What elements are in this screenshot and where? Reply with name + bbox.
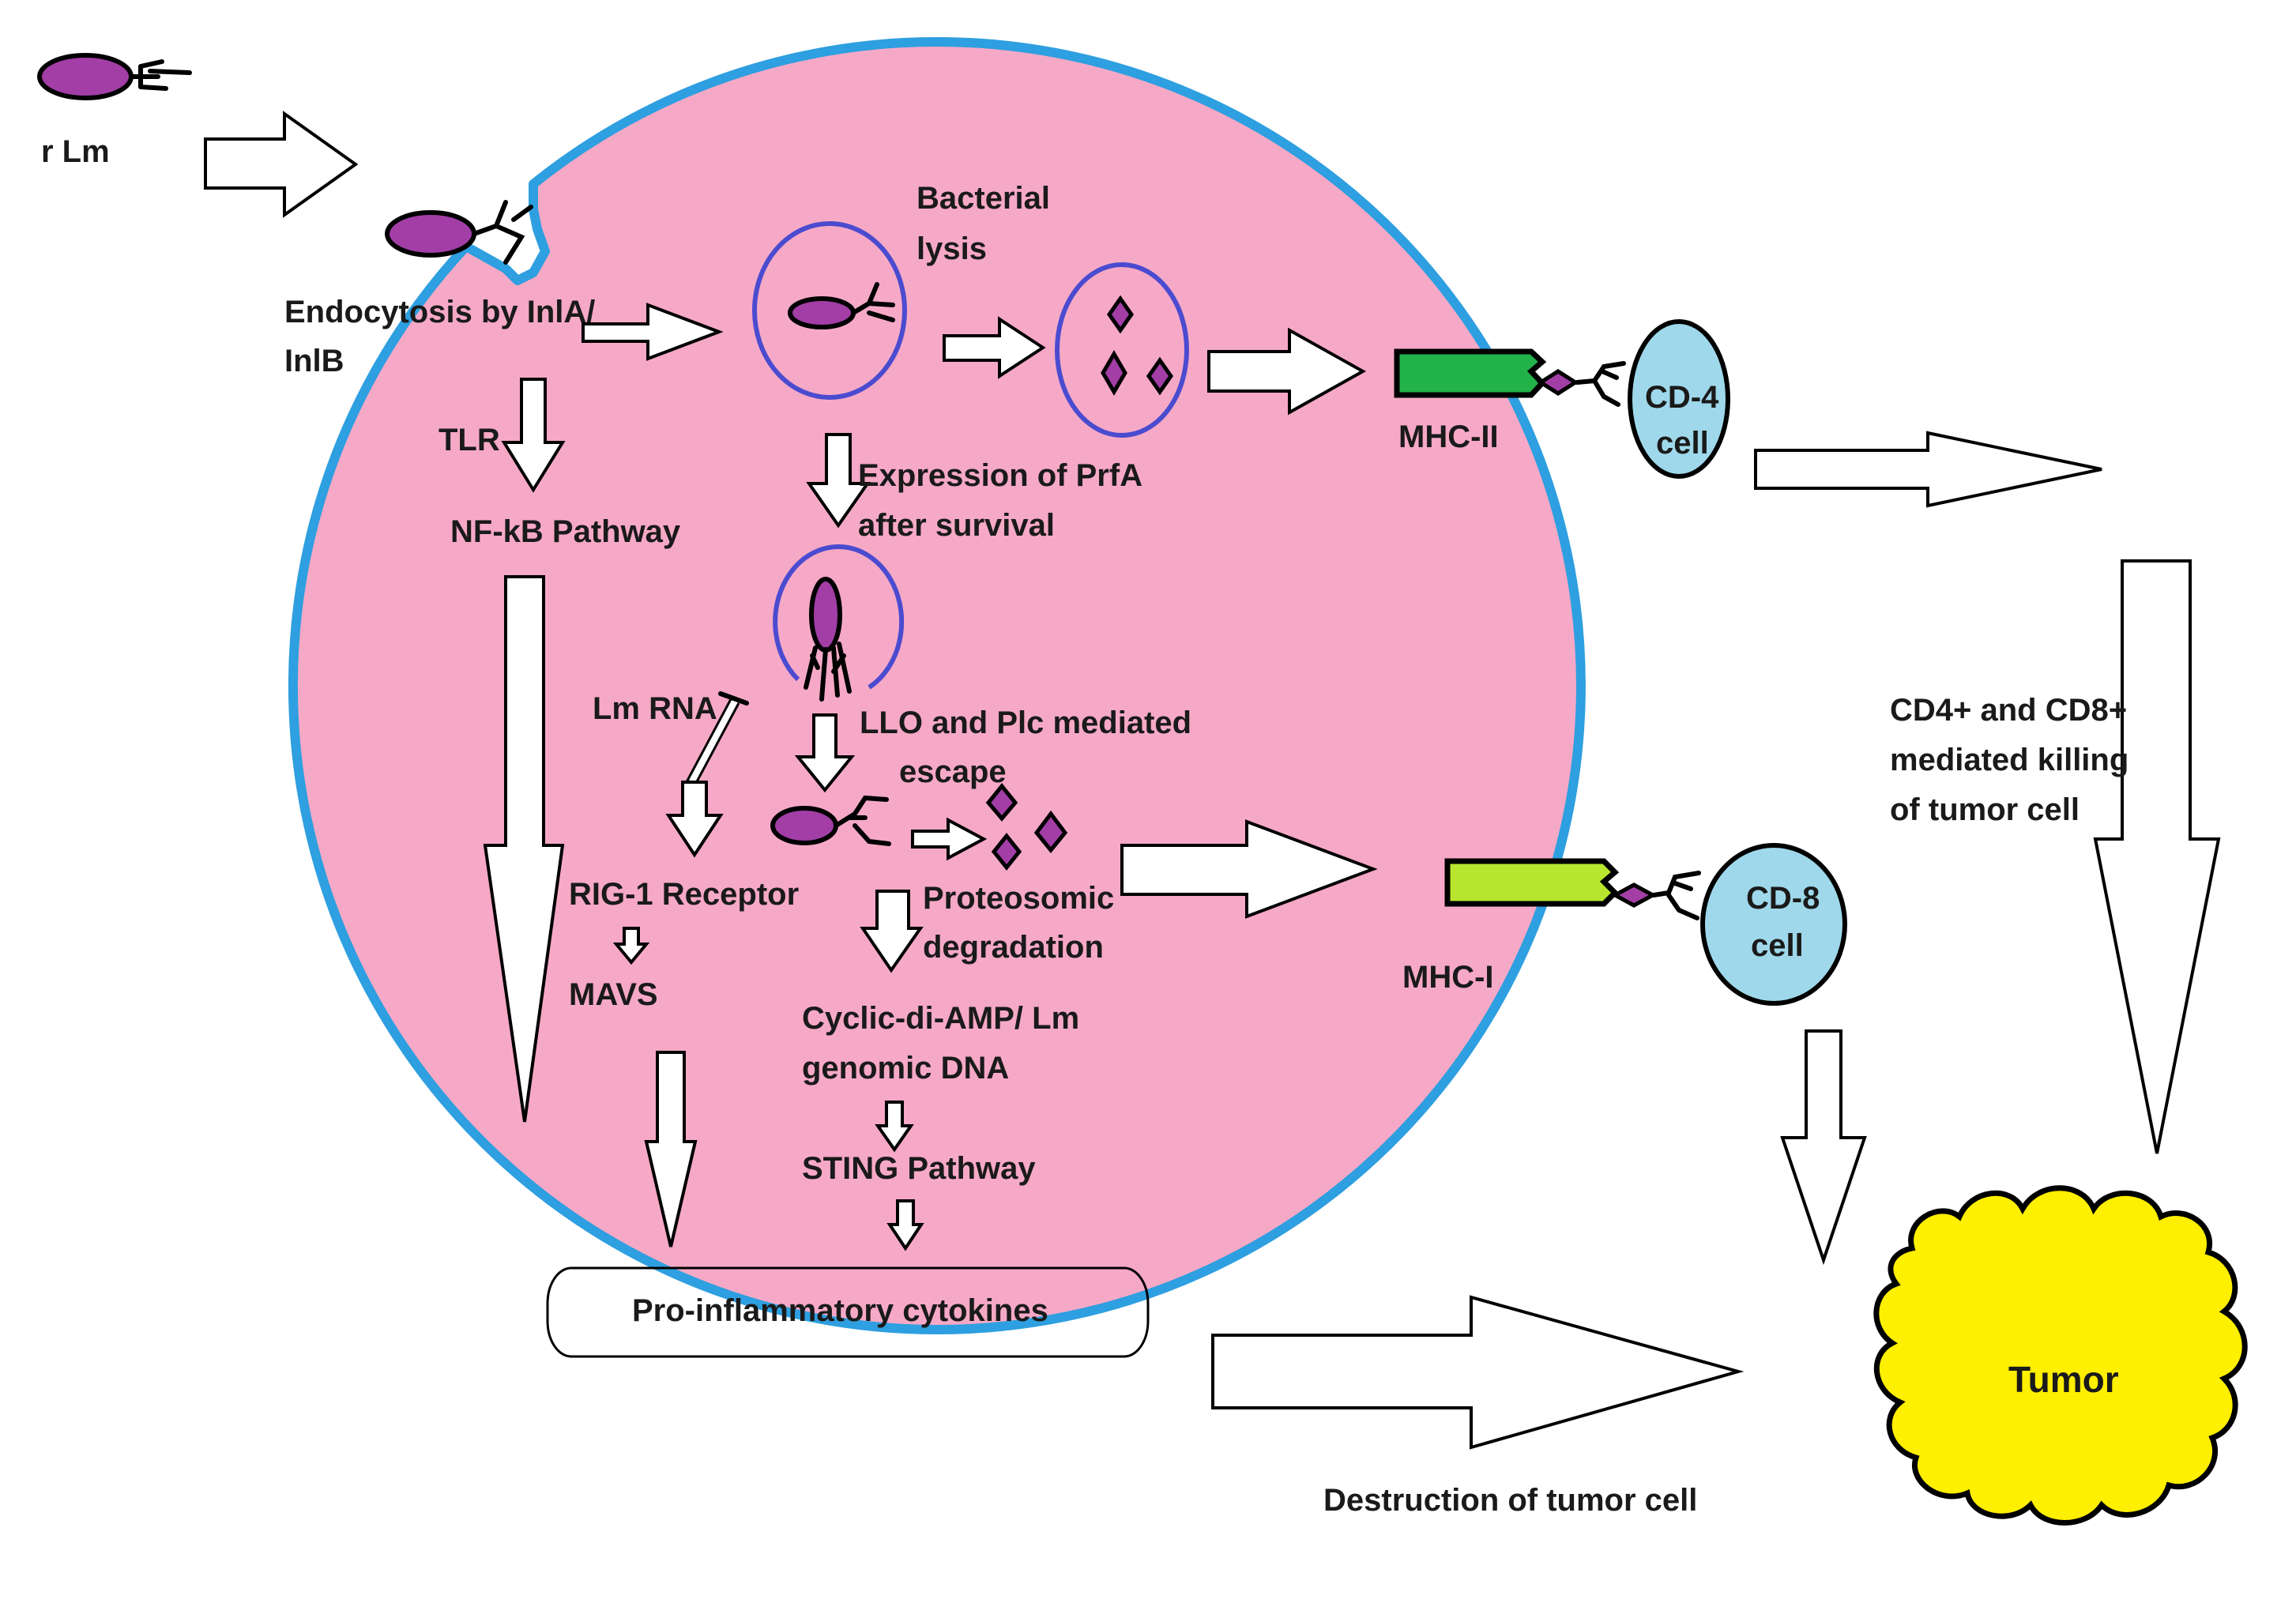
- arrow-nfkb-down: [483, 575, 565, 1123]
- rlm-label: r Lm: [41, 134, 110, 169]
- antigen-icon: [1610, 882, 1658, 908]
- llo-label-line2: escape: [899, 754, 1007, 789]
- arrow-llo-down: [794, 713, 856, 793]
- arrow-to-mhc1: [1120, 819, 1378, 919]
- bacterium-icon: [385, 210, 476, 258]
- antigen-icon: [1101, 350, 1127, 396]
- llo-label-line1: LLO and Plc mediated: [860, 706, 1191, 740]
- killing-label-line2: mediated killing: [1890, 743, 2129, 777]
- arrow-killing-down: [2093, 559, 2221, 1154]
- arrow-mavs-down: [644, 1051, 698, 1247]
- killing-label-line1: CD4+ and CD8+: [1890, 693, 2127, 728]
- arrow-to-mhc2: [1207, 327, 1367, 416]
- arrow-rig1-mavs: [612, 927, 650, 965]
- mhc2-label: MHC-II: [1398, 420, 1499, 454]
- vacuole-antigens: [1055, 262, 1189, 438]
- rig1-label: RIG-1 Receptor: [569, 877, 799, 912]
- rlm-bacterium: [37, 53, 192, 100]
- lm-rna-label: Lm RNA: [593, 691, 717, 726]
- bacterium-flagella-icon: [472, 200, 533, 265]
- inhibit-bar-icon: [718, 691, 749, 706]
- arrow-tlr-down: [501, 378, 566, 493]
- escaped-bacterium: [770, 795, 891, 846]
- vacuole-bacterium: [752, 221, 907, 400]
- bacterium-flagella-icon: [804, 642, 852, 702]
- prfa-label-line2: after survival: [858, 508, 1055, 543]
- mhc1-label: MHC-I: [1402, 960, 1494, 995]
- arrow-to-lysis: [943, 316, 1046, 379]
- cd4-cell: CD-4 cell: [1628, 319, 1730, 479]
- bacterial-lysis-label-line1: Bacterial: [917, 181, 1050, 216]
- antigen-icon: [1146, 356, 1174, 396]
- arrow-to-antigens: [911, 817, 988, 861]
- vacuole-escape: [773, 544, 905, 702]
- cd4-label-line1: CD-4: [1645, 380, 1719, 415]
- arrow-entry: [204, 111, 359, 218]
- arrow-proteosomic-down: [860, 890, 924, 973]
- antigen-icon: [985, 783, 1018, 822]
- cyclic-label-line2: genomic DNA: [802, 1051, 1009, 1086]
- cd8-cell: CD-8 cell: [1700, 843, 1847, 1006]
- nfkb-label: NF-kB Pathway: [450, 514, 681, 549]
- arrow-prfa-down: [806, 433, 871, 529]
- tcr-icon: [1651, 871, 1701, 920]
- arrow-cd8-down: [1780, 1029, 1867, 1266]
- arrow-cd4-right: [1754, 431, 2102, 508]
- antigen-icon: [1033, 810, 1068, 853]
- arrow-to-tumor: [1211, 1295, 1745, 1450]
- tcr-icon: [1575, 361, 1626, 407]
- mavs-label: MAVS: [569, 977, 658, 1012]
- bacterium-flagella-icon: [129, 59, 192, 91]
- bacterium-flagella-icon: [851, 282, 895, 322]
- mhc1-complex: [1444, 858, 1701, 920]
- endocytosis-label-line2: InlB: [284, 344, 344, 378]
- tumor-label: Tumor: [2008, 1359, 2119, 1400]
- bacterium-flagella-icon: [834, 795, 891, 846]
- sting-label: STING Pathway: [802, 1151, 1036, 1186]
- arrow-to-vacuole: [582, 303, 724, 361]
- cd8-label-line2: cell: [1751, 928, 1804, 963]
- proteosomic-label-line1: Proteosomic: [923, 881, 1114, 916]
- antigen-icon: [1537, 369, 1579, 396]
- destruction-label: Destruction of tumor cell: [1323, 1483, 1697, 1518]
- endocytosis-label-line1: Endocytosis by InlA/: [284, 295, 595, 329]
- tumor: Tumor: [1873, 1185, 2248, 1526]
- cytokines-label: Pro-inflammatory cytokines: [632, 1293, 1048, 1328]
- arrow-sting-down: [886, 1199, 924, 1251]
- bacterium-icon: [770, 806, 838, 845]
- bacterium-icon: [37, 53, 134, 100]
- prfa-label-line1: Expression of PrfA: [858, 458, 1142, 493]
- cd4-label-line2: cell: [1656, 426, 1709, 461]
- arrow-to-rig1: [665, 781, 724, 858]
- antigen-icon: [1106, 295, 1135, 334]
- mhc2-complex: [1394, 348, 1626, 407]
- bacterium-icon: [809, 577, 842, 653]
- bacterial-lysis-label-line2: lysis: [917, 231, 987, 266]
- mhc2-receptor: [1394, 348, 1547, 398]
- mhc1-receptor: [1444, 858, 1620, 907]
- endocytosing-bacterium: [385, 200, 533, 265]
- tlr-label: TLR: [438, 423, 500, 457]
- cyclic-label-line1: Cyclic-di-AMP/ Lm: [802, 1001, 1079, 1036]
- cytokines-box: Pro-inflammatory cytokines: [546, 1266, 1150, 1358]
- antigen-icon: [991, 832, 1022, 871]
- proteosomic-label-line2: degradation: [923, 930, 1104, 965]
- tumor-cloud-icon: [1873, 1185, 2248, 1526]
- bacterium-icon: [788, 296, 856, 329]
- killing-label-line3: of tumor cell: [1890, 792, 2080, 827]
- arrow-cyclic-sting: [875, 1101, 914, 1153]
- cd8-label-line1: CD-8: [1746, 881, 1820, 916]
